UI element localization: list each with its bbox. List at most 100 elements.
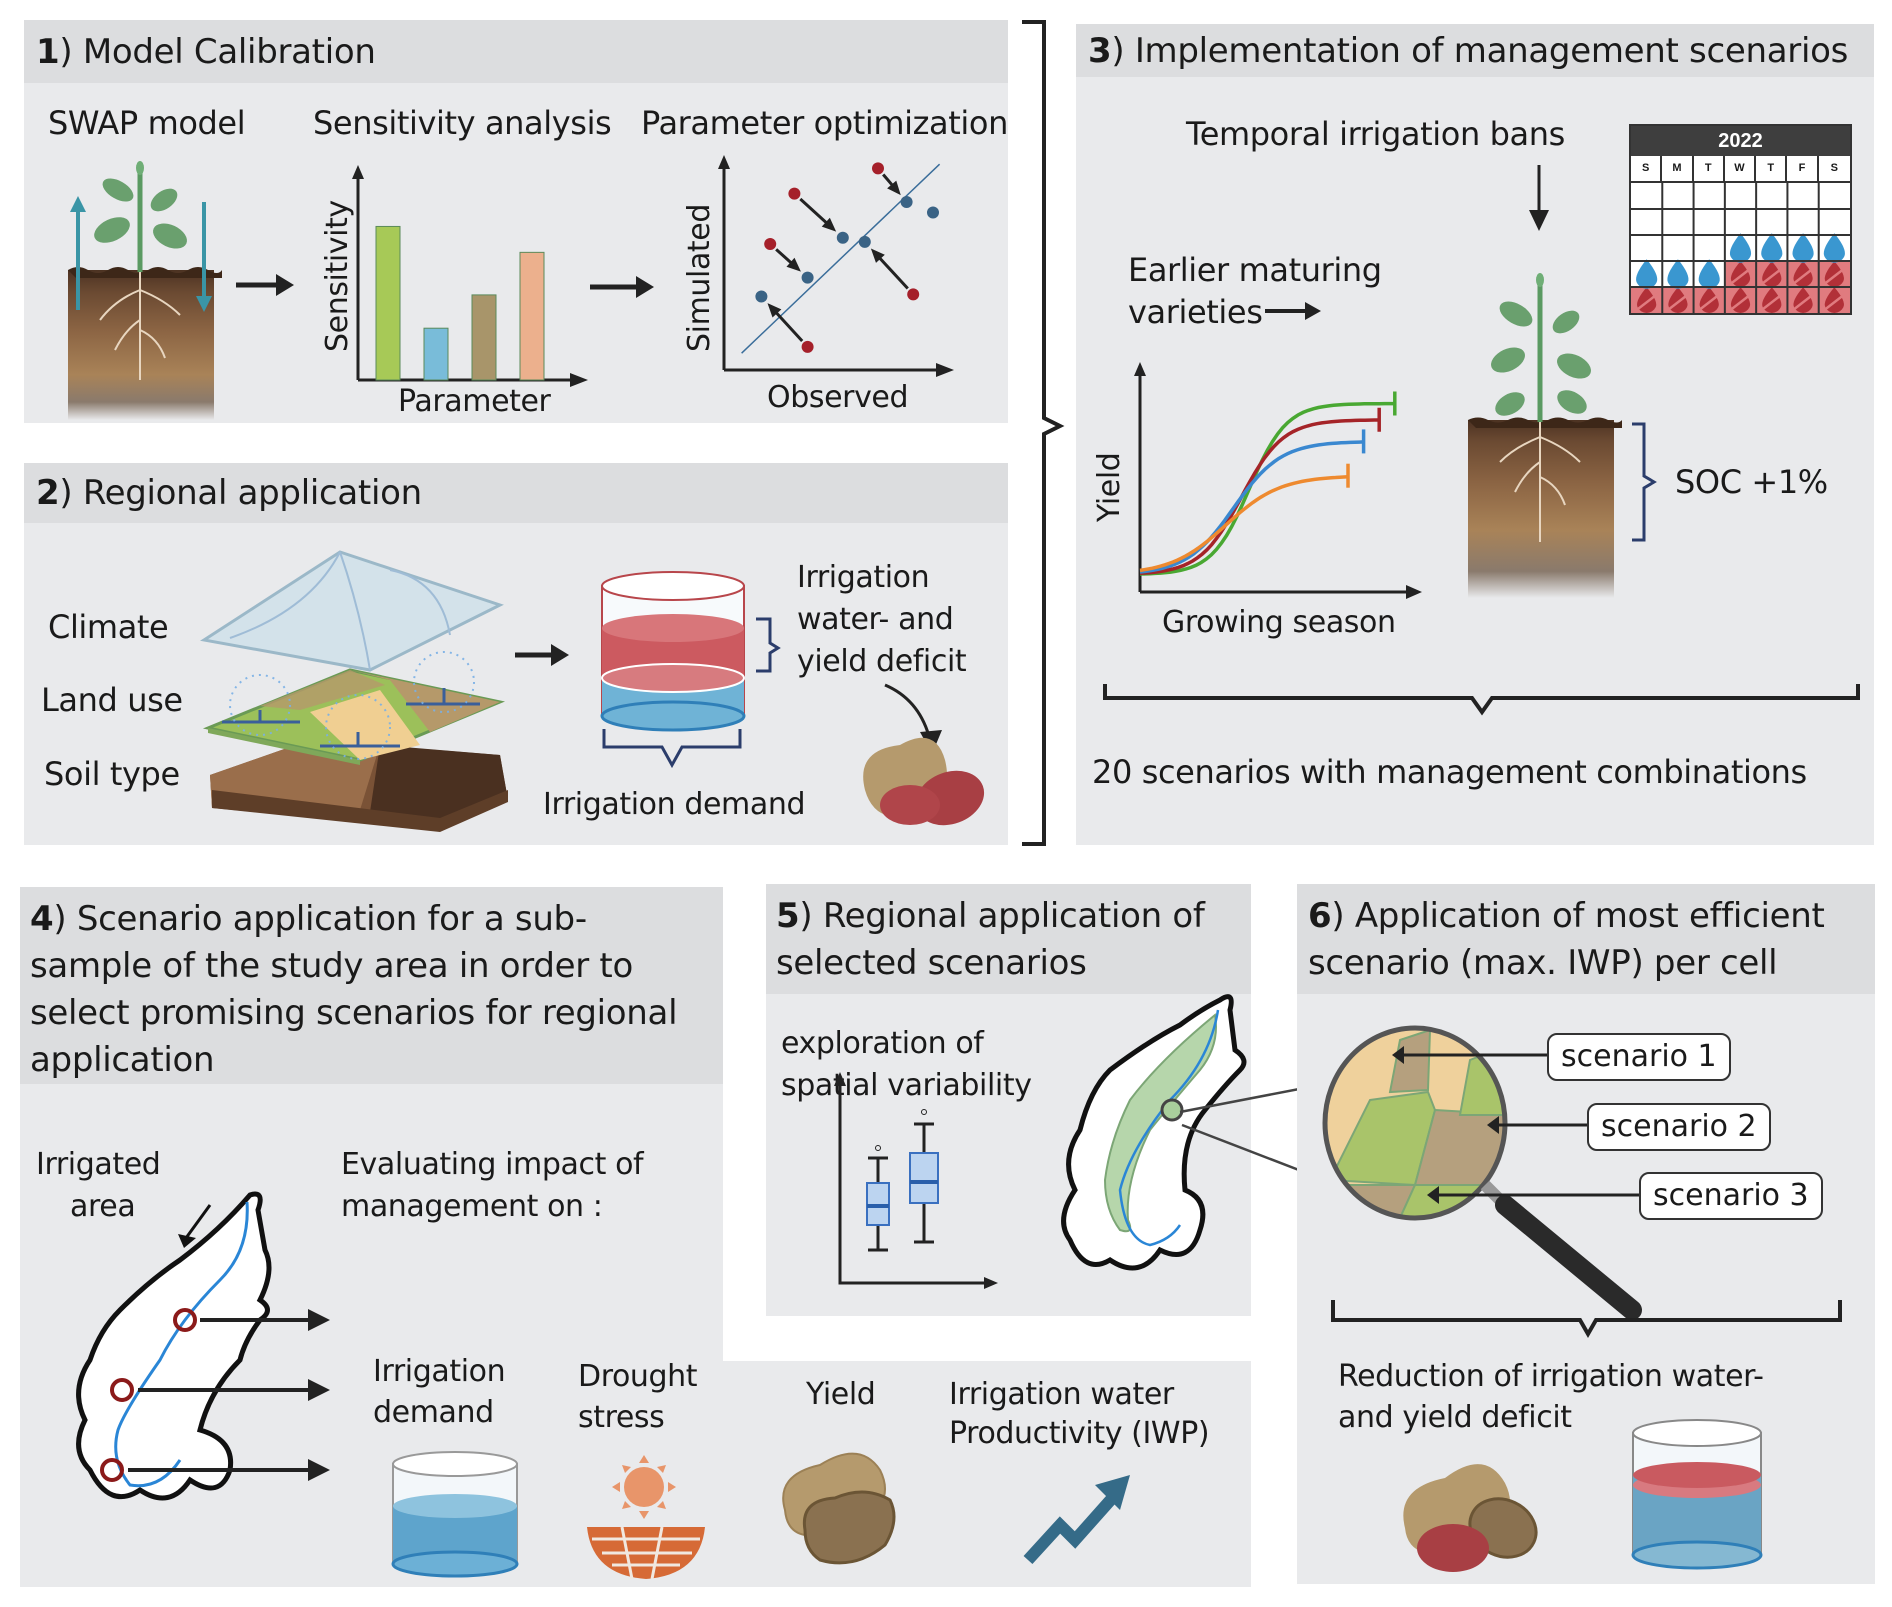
panel-title-line: ) Regional application of	[799, 896, 1205, 936]
calendar-day-label: S	[1631, 156, 1663, 181]
label-scenario-count: 20 scenarios with management combination…	[1092, 753, 1807, 791]
scenario-label-3: scenario 3	[1639, 1172, 1823, 1220]
panel-number: 4	[30, 899, 54, 939]
panel-header	[1297, 884, 1875, 994]
ban-slash	[1696, 292, 1722, 313]
arrow-down-icon	[1529, 165, 1549, 231]
simulated-point	[755, 290, 768, 303]
ban-slash	[1821, 292, 1847, 313]
panel-number: 6	[1308, 896, 1332, 936]
label-irrigation-demand: Irrigation	[373, 1354, 506, 1389]
layered-landscape-illustration	[200, 550, 508, 832]
label-reduction-1: Reduction of irrigation water-	[1338, 1359, 1764, 1394]
sample-point	[110, 1378, 134, 1402]
label-irrigation-deficit-1: Irrigation	[797, 560, 930, 595]
label-irrigated-area-2: area	[70, 1189, 136, 1224]
irrigated-area-map	[76, 1191, 272, 1501]
panel-title: 6) Application of most efficient scenari…	[1308, 893, 1825, 987]
label-earlier-maturing-1: Earlier maturing	[1128, 251, 1382, 289]
boxplot-1	[866, 1145, 890, 1252]
label-irrigation-demand: Irrigation demand	[543, 787, 806, 822]
label-irrigated-area-1: Irrigated	[36, 1147, 161, 1182]
panel-title-line: ) Application of most efficient	[1331, 896, 1825, 936]
optimization-arrowhead	[887, 180, 901, 196]
boxplot-2	[909, 1109, 939, 1244]
optimization-arrowhead	[821, 217, 837, 232]
growth-curve-green	[1139, 401, 1395, 576]
panel-title-line: select promising scenarios for regional	[30, 993, 678, 1033]
sensitivity-axis-label: Sensitivity	[320, 200, 355, 352]
observed-point	[788, 187, 801, 200]
panel-number: 1	[36, 32, 60, 72]
label-iwp-2: Productivity (IWP)	[949, 1416, 1210, 1451]
sensitivity-bar	[519, 251, 545, 381]
zoom-cell-marker	[1160, 1098, 1184, 1122]
scenario-label-1: scenario 1	[1547, 1033, 1731, 1081]
optimization-arrow	[875, 253, 909, 290]
simulated-point	[858, 235, 871, 248]
ban-slash	[1634, 292, 1660, 313]
observed-point	[907, 288, 920, 301]
arrow-right-icon	[1265, 302, 1321, 320]
arrow-right-icon	[590, 276, 654, 298]
panel-title-line: application	[30, 1040, 215, 1080]
panel-number: 5	[776, 896, 800, 936]
ban-slash	[1790, 292, 1816, 313]
simulated-point	[801, 271, 814, 284]
label-land-use: Land use	[41, 681, 183, 719]
ban-slash	[1665, 292, 1691, 313]
bracket-icon	[1632, 422, 1657, 542]
fit-line	[741, 163, 941, 354]
label-exploration-2: spatial variability	[781, 1068, 1032, 1103]
panel-title-text: ) Model Calibration	[59, 32, 376, 72]
observed-axis-label: Observed	[767, 380, 909, 415]
ban-slash	[1759, 266, 1785, 287]
panel-title-line: scenario (max. IWP) per cell	[1308, 943, 1778, 983]
calendar-day-label: W	[1725, 156, 1757, 181]
label-yield: Yield	[806, 1377, 876, 1412]
water-drop	[1761, 233, 1783, 263]
x-axis-arrowhead	[936, 363, 954, 377]
trend-up-arrow-icon	[1023, 1475, 1130, 1565]
growth-curve-blue	[1139, 440, 1364, 574]
panel-number: 2	[36, 473, 60, 513]
sample-point	[173, 1308, 197, 1332]
sensitivity-bar	[471, 294, 497, 381]
water-drop	[1729, 233, 1752, 263]
regional-map	[1061, 994, 1247, 1271]
panel-number: 3	[1088, 31, 1112, 71]
observed-point	[764, 238, 777, 250]
label-evaluating-1: Evaluating impact of	[341, 1147, 644, 1182]
ban-slash	[1728, 292, 1753, 313]
growth-curve-orange	[1139, 475, 1349, 573]
bracket-icon	[602, 729, 742, 769]
calendar-day-label: M	[1662, 156, 1694, 181]
panel-title: 4) Scenario application for a sub- sampl…	[30, 896, 678, 1084]
label-sensitivity-analysis: Sensitivity analysis	[313, 104, 612, 142]
optimization-arrowhead	[767, 303, 782, 318]
optimization-arrowhead	[870, 248, 885, 263]
label-evaluating-2: management on :	[341, 1189, 603, 1224]
scenario-label-2: scenario 2	[1587, 1103, 1771, 1151]
panel-title-line: sample of the study area in order to	[30, 946, 633, 986]
optimization-arrow	[799, 197, 832, 228]
panel-title: 3) Implementation of management scenario…	[1088, 28, 1848, 74]
optimization-arrowhead	[786, 257, 801, 272]
water-drop	[1667, 259, 1689, 289]
label-soil-type: Soil type	[44, 755, 180, 793]
calendar-day-label: S	[1830, 162, 1838, 174]
label-drought-stress: stress	[578, 1400, 665, 1435]
y-axis-arrowhead	[1134, 362, 1146, 376]
arrow-right-icon	[236, 274, 294, 296]
growth-curve-red	[1139, 418, 1380, 576]
soil-plant-illustration	[68, 161, 222, 420]
panel-header	[1076, 24, 1874, 77]
panel-header	[766, 884, 1251, 994]
label-exploration-1: exploration of	[781, 1026, 984, 1061]
ban-slash	[1759, 292, 1785, 313]
yield-axis-label: Yield	[1092, 452, 1127, 522]
water-deficit-cylinder-icon	[1631, 1419, 1763, 1570]
scenario-pointer-arrows	[1392, 1046, 1640, 1204]
